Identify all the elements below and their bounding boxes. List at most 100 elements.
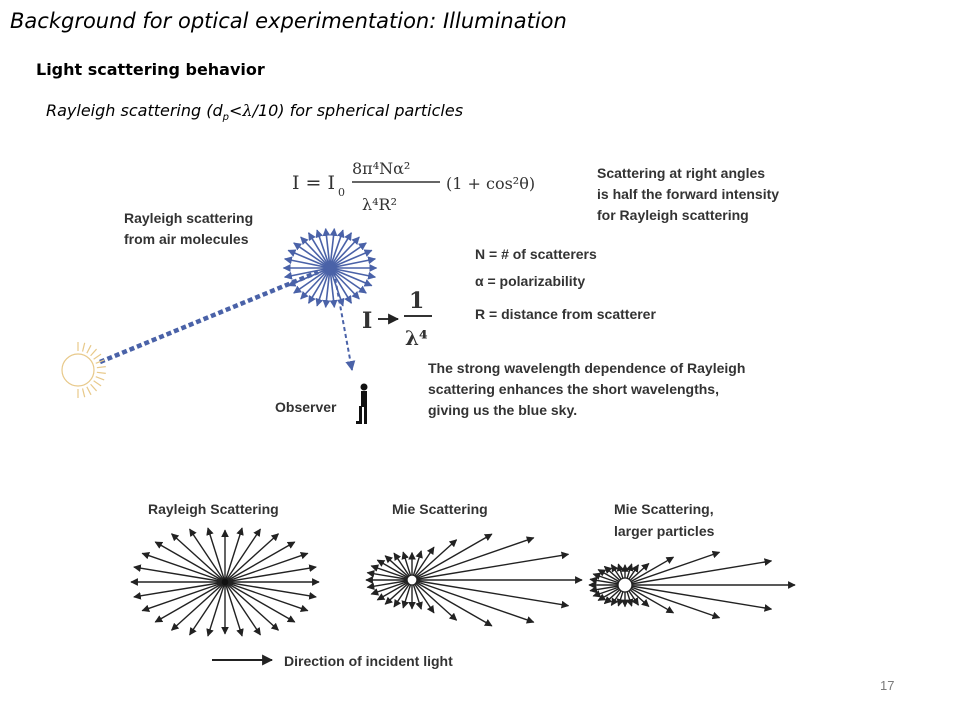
sun-ray	[93, 380, 102, 387]
scatter-arrow	[411, 579, 535, 624]
scatter-ray	[329, 242, 367, 269]
proportional-denominator: λ⁴	[405, 326, 428, 350]
scatter-arrow	[224, 541, 296, 583]
sun-disc	[61, 353, 95, 387]
scatter-arrow	[141, 551, 226, 583]
scatter-ray	[293, 242, 331, 269]
scatter-arrow	[624, 556, 675, 586]
rayleigh-formula: I = I 0 8π⁴Nα² λ⁴R² (1 + cos²θ)	[292, 159, 535, 214]
incident-sunlight-beam	[99, 269, 319, 365]
definition-alpha: α = polarizability	[475, 273, 585, 289]
scatter-arrow	[624, 558, 773, 586]
scatter-arrow	[224, 581, 244, 637]
air-molecule-scatter	[282, 227, 378, 309]
scatter-arrow	[170, 533, 226, 583]
particle	[220, 577, 230, 587]
sun-ray	[86, 344, 92, 354]
slide-title: Background for optical experimentation: …	[10, 9, 567, 33]
scatter-ray	[329, 249, 373, 269]
scattered-beam-to-observer	[333, 271, 356, 371]
section-heading: Light scattering behavior	[36, 60, 265, 79]
variable-definitions: N = # of scatterers α = polarizability R…	[475, 246, 656, 322]
scatter-ray	[329, 267, 373, 287]
subtitle-post: /10) for spherical particles	[252, 101, 464, 120]
sun-ray	[93, 353, 102, 360]
sun-ray	[96, 371, 106, 374]
subtitle: Rayleigh scattering (dp<λ/10) for spheri…	[46, 101, 463, 123]
scatter-arrow	[411, 546, 435, 581]
scatter-arrow	[411, 579, 493, 627]
scatter-arrow	[141, 581, 226, 613]
sun-ray	[81, 342, 86, 352]
scatter-arrow	[370, 579, 413, 596]
scatter-ray	[329, 256, 377, 269]
wavelength-note-line: The strong wavelength dependence of Rayl…	[428, 360, 745, 376]
scatter-ray	[329, 236, 360, 269]
particle	[406, 574, 418, 586]
scatter-arrow	[224, 527, 244, 583]
scatter-arrow	[366, 569, 413, 581]
scatter-arrow	[133, 564, 226, 583]
incident-light-label: Direction of incident light	[284, 653, 453, 669]
scatter-arrow	[224, 581, 309, 613]
sun-ray	[96, 366, 106, 369]
formula-numerator: 8π⁴Nα²	[352, 159, 410, 178]
scatter-arrow	[624, 584, 773, 612]
scatter-ray	[329, 227, 338, 269]
formula-denominator: λ⁴R²	[362, 195, 397, 214]
scatter-ray	[329, 267, 338, 309]
mie-pattern	[365, 533, 583, 627]
scatter-ray	[329, 267, 367, 294]
subtitle-pre: Rayleigh scattering (d	[46, 101, 223, 120]
scatter-arrow	[224, 564, 317, 583]
sun-ray	[95, 359, 105, 364]
scatter-ray	[307, 267, 331, 304]
subtitle-lambda: λ	[242, 101, 253, 120]
scatter-arrow	[624, 550, 721, 586]
scatter-arrow	[411, 536, 535, 581]
scatter-ray	[300, 267, 331, 300]
scatter-arrow	[224, 581, 280, 631]
scatter-arrow	[224, 551, 309, 583]
wavelength-note: The strong wavelength dependence of Rayl…	[428, 360, 745, 418]
scatter-arrow	[154, 541, 226, 583]
wavelength-note-line: giving us the blue sky.	[428, 402, 577, 418]
scatter-arrow	[366, 579, 413, 591]
scatter-arrow	[384, 555, 413, 581]
scatter-arrow	[206, 581, 226, 637]
wavelength-note-line: scattering enhances the short wavelength…	[428, 381, 719, 397]
sun-ray	[90, 383, 98, 392]
scatter-arrow	[384, 579, 413, 605]
scatter-arrow	[624, 584, 721, 620]
scatter-arrow	[224, 528, 261, 583]
scatter-arrow	[376, 579, 413, 601]
right-angle-note-line: Scattering at right angles	[597, 165, 765, 181]
scatter-arrow	[154, 581, 226, 623]
scatter-arrow	[133, 581, 226, 600]
formula-lhs-subscript: 0	[338, 186, 345, 199]
scatter-ray	[293, 267, 331, 294]
scatter-ray	[322, 267, 331, 309]
proportional-numerator: 1	[409, 288, 424, 314]
page-number: 17	[880, 678, 895, 693]
scatter-ray	[329, 229, 345, 269]
rayleigh-air-label: Rayleigh scattering	[124, 210, 253, 226]
scattering-molecule	[326, 264, 334, 272]
scatter-arrow	[411, 579, 458, 621]
rayleigh-air-label: from air molecules	[124, 231, 249, 247]
pattern-label-rayleigh: Rayleigh Scattering	[148, 501, 279, 517]
scatter-ray	[322, 227, 331, 269]
particle	[617, 577, 633, 593]
scatter-ray	[329, 267, 377, 280]
proportional-i: I	[362, 308, 372, 334]
wavelength-proportionality: I 1 λ⁴	[362, 288, 432, 350]
observer-label: Observer	[275, 399, 337, 415]
subtitle-less-than: <	[229, 101, 243, 120]
scatter-ray	[283, 267, 331, 280]
scatter-arrow	[370, 564, 413, 581]
formula-lhs: I = I	[292, 172, 335, 194]
sun-ray	[90, 348, 98, 357]
scatter-arrow	[224, 581, 261, 636]
scatter-ray	[300, 236, 331, 269]
